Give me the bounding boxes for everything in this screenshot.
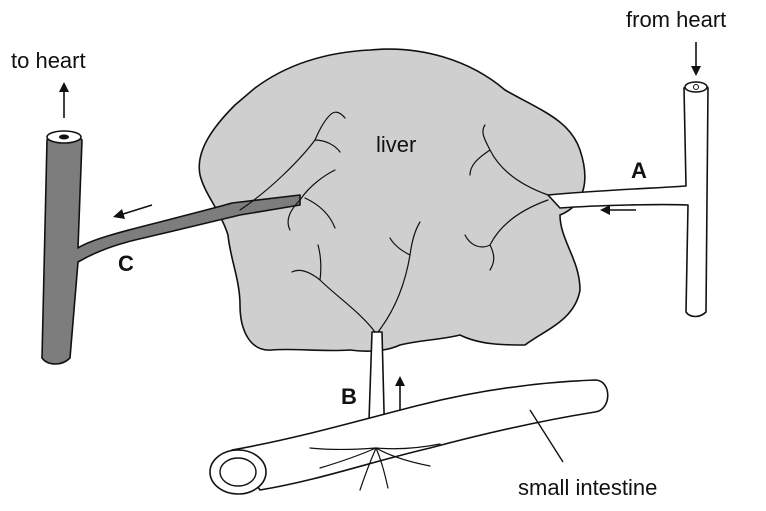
arrow-vessel-a [600, 205, 636, 215]
arrow-from-heart [691, 42, 701, 76]
vessel-c-lumen [59, 135, 69, 140]
small-intestine-shape [232, 380, 608, 490]
label-small-intestine: small intestine [518, 475, 657, 500]
label-vessel-b: B [341, 384, 357, 409]
label-liver: liver [376, 132, 416, 157]
label-from-heart: from heart [626, 7, 726, 32]
label-vessel-a: A [631, 158, 647, 183]
vessel-a-lumen [694, 85, 699, 90]
label-to-heart: to heart [11, 48, 86, 73]
intestine-opening-inner [220, 458, 256, 486]
arrow-vessel-c [113, 205, 152, 219]
arrow-vessel-b [395, 376, 405, 410]
label-vessel-c: C [118, 251, 134, 276]
arrow-to-heart [59, 82, 69, 118]
